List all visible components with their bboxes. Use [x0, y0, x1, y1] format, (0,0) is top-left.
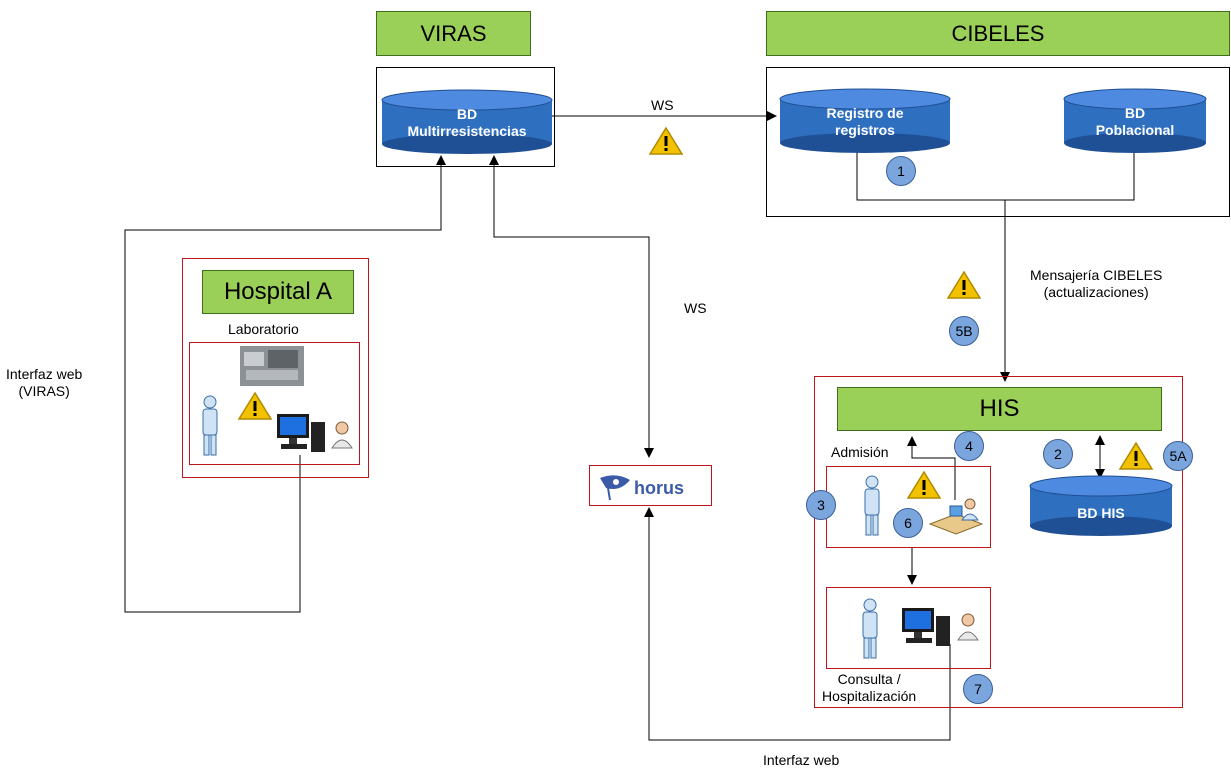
bd-his-db: BD HIS — [1029, 475, 1173, 536]
mensajeria-line2: (actualizaciones) — [1043, 284, 1149, 300]
computer-icon — [277, 414, 325, 452]
registro-de-registros-db: Registro de registros — [779, 88, 951, 153]
step-1-label: 1 — [897, 163, 905, 179]
interfaz-web-viras-line — [124, 155, 446, 613]
ws-middle-label: WS — [684, 300, 707, 316]
laboratorio-box — [189, 342, 360, 465]
consulta-label: Consulta / Hospitalización — [822, 671, 916, 705]
hospital-a-container — [182, 258, 369, 478]
bd-poblacional-db: BD Poblacional — [1063, 88, 1207, 153]
interfaz-web-viras-line1: Interfaz web — [6, 366, 83, 382]
viras-header: VIRAS — [376, 11, 531, 56]
patient-icon — [864, 475, 880, 536]
his-container — [814, 376, 1183, 708]
step-2-label: 2 — [1054, 446, 1062, 462]
horus-logo: horus — [600, 475, 684, 501]
reception-desk-icon — [928, 498, 984, 535]
viras-container — [376, 67, 555, 167]
consulta-line2: Hospitalización — [822, 688, 917, 704]
ws-viras-horus-line — [489, 155, 650, 456]
admision-to-his-arrow — [907, 436, 956, 500]
bd-multi-line1: BD — [457, 106, 477, 122]
step-2-circle: 2 — [1043, 439, 1073, 469]
step-7-circle: 7 — [963, 674, 993, 704]
poblacional-line2: Poblacional — [1096, 122, 1175, 138]
registro-line2: registros — [835, 122, 895, 138]
patient-icon — [862, 598, 878, 659]
step-4-label: 4 — [965, 438, 973, 454]
step-7-label: 7 — [974, 681, 982, 697]
warning-icon — [906, 470, 942, 499]
step-5a-circle: 5A — [1163, 441, 1193, 471]
interfaz-web-bottom-label: Interfaz web — [763, 752, 840, 768]
laboratorio-label: Laboratorio — [228, 321, 299, 337]
hospital-a-title: Hospital A — [223, 278, 333, 305]
bd-multirresistencias-db: BD Multirresistencias — [381, 89, 553, 154]
bd-multi-line2: Multirresistencias — [407, 123, 526, 139]
hospital-a-header: Hospital A — [202, 270, 354, 314]
mensajeria-label: Mensajería CIBELES (actualizaciones) — [1030, 267, 1162, 301]
bd-his-label: BD HIS — [1077, 505, 1124, 521]
admision-label: Admisión — [831, 444, 889, 460]
doctor-icon — [957, 613, 979, 641]
warning-icon — [648, 126, 684, 155]
warning-icon — [946, 270, 982, 299]
doctor-icon — [331, 421, 353, 449]
step-3-circle: 3 — [806, 490, 836, 520]
interfaz-web-viras-label: Interfaz web (VIRAS) — [6, 366, 82, 400]
warning-icon — [1118, 441, 1154, 470]
step-6-label: 6 — [904, 515, 912, 531]
interfaz-web-horus-line — [644, 507, 951, 741]
computer-icon — [902, 608, 950, 646]
patient-icon — [202, 395, 218, 456]
cibeles-header: CIBELES — [766, 11, 1230, 56]
step-6-circle: 6 — [893, 508, 923, 538]
his-title: HIS — [979, 395, 1020, 422]
his-header: HIS — [837, 387, 1162, 431]
step-5a-label: 5A — [1169, 448, 1187, 464]
ws-top-label: WS — [651, 97, 674, 113]
warning-icon — [237, 391, 273, 420]
step-3-label: 3 — [817, 497, 825, 513]
cibeles-container — [766, 67, 1230, 217]
mensajeria-line1: Mensajería CIBELES — [1030, 267, 1163, 283]
interfaz-web-viras-line2: (VIRAS) — [18, 383, 70, 399]
step-5b-circle: 5B — [949, 316, 979, 346]
registro-line1: Registro de — [826, 105, 903, 121]
consulta-line1: Consulta / — [837, 671, 901, 687]
consulta-box — [826, 587, 991, 669]
cibeles-title: CIBELES — [951, 20, 1045, 46]
viras-title: VIRAS — [420, 20, 487, 46]
poblacional-line1: BD — [1125, 105, 1145, 121]
cibeles-to-registro-line — [852, 137, 1005, 201]
step-4-circle: 4 — [954, 431, 984, 461]
lab-equipment-photo-icon — [240, 346, 304, 386]
step-1-circle: 1 — [886, 156, 916, 186]
step-5b-label: 5B — [955, 323, 973, 339]
cibeles-to-poblacional-line — [1005, 141, 1139, 201]
horus-text: horus — [634, 478, 684, 498]
